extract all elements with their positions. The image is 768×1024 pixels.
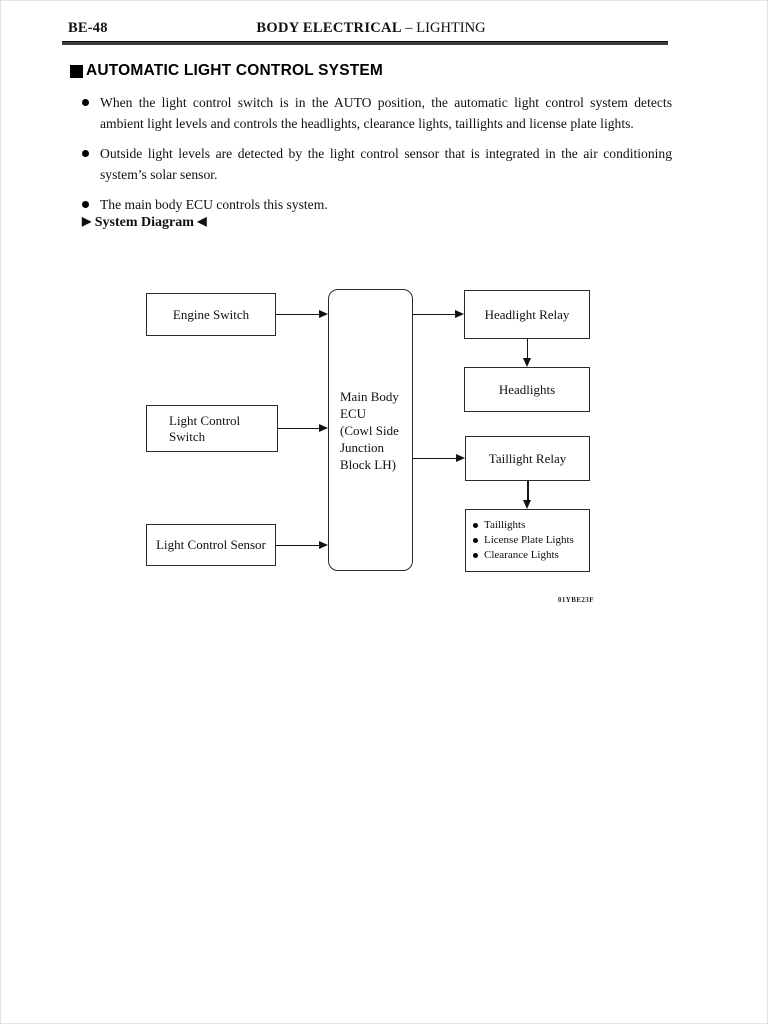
arrowhead-engine-to-bcu (319, 309, 328, 318)
diagram-heading: ▶ System Diagram ◀ (82, 214, 207, 231)
bullet-list: When the light control switch is in the … (82, 92, 672, 224)
arrow-line-engine-to-bcu (276, 313, 319, 316)
node-taillight-relay: Taillight Relay (465, 436, 590, 481)
page-header-title: BODY ELECTRICAL – LIGHTING (62, 20, 680, 37)
arrow-line-switch-to-bcu (278, 427, 319, 430)
section-title: AUTOMATIC LIGHT CONTROL SYSTEM (70, 62, 383, 80)
list-item: Outside light levels are detected by the… (82, 143, 672, 185)
list-item: When the light control switch is in the … (82, 92, 672, 134)
node-light-control-sensor: Light Control Sensor (146, 524, 276, 566)
arrow-line-bcu-to-headlight-relay (413, 313, 455, 316)
bullet-icon (82, 201, 89, 208)
node-engine-switch: Engine Switch (146, 293, 276, 336)
output-label: Taillights (484, 519, 526, 531)
arrowhead-bcu-to-taillight-relay (456, 453, 465, 462)
triangle-left-icon: ◀ (197, 214, 207, 228)
bullet-text: Outside light levels are detected by the… (100, 146, 672, 182)
diagram-heading-text: System Diagram (94, 215, 194, 230)
bullet-icon (473, 523, 478, 528)
section-title-text: AUTOMATIC LIGHT CONTROL SYSTEM (86, 62, 384, 79)
bullet-icon (82, 150, 89, 157)
triangle-right-icon: ▶ (82, 214, 92, 228)
header-title-rest: – LIGHTING (405, 20, 486, 36)
list-item: Taillights (473, 518, 525, 533)
arrow-line-headlight-relay-to-headlights (526, 339, 529, 359)
node-main-body-ecu: Main Body ECU (Cowl Side Junction Block … (328, 289, 413, 571)
bullet-icon (473, 538, 478, 543)
arrowhead-headlight-relay-to-headlights (522, 358, 531, 367)
arrowhead-switch-to-bcu (319, 423, 328, 432)
output-label: Clearance Lights (484, 549, 559, 561)
page-code: BE-48 (68, 20, 108, 36)
arrowhead-taillight-relay-to-outputs (523, 500, 531, 509)
bullet-text: The main body ECU controls this system. (100, 197, 328, 212)
bullet-text: When the light control switch is in the … (100, 95, 672, 131)
list-item: Clearance Lights (473, 548, 559, 563)
arrow-line-sensor-to-bcu (276, 544, 319, 547)
output-label: License Plate Lights (484, 534, 574, 546)
node-taillight-outputs: Taillights License Plate Lights Clearanc… (465, 509, 590, 572)
arrow-line-taillight-relay-to-outputs (527, 481, 529, 501)
node-headlights: Headlights (464, 367, 590, 412)
list-item: License Plate Lights (473, 533, 574, 548)
header-rule (62, 41, 668, 45)
arrowhead-bcu-to-headlight-relay (455, 309, 464, 318)
section-square-icon (70, 64, 83, 78)
bullet-icon (82, 99, 89, 106)
arrowhead-sensor-to-bcu (319, 540, 328, 549)
header-title-bold: BODY ELECTRICAL (256, 20, 402, 36)
node-light-control-switch: Light Control Switch (146, 405, 278, 452)
list-item: The main body ECU controls this system. (82, 194, 672, 215)
figure-code: 01YBE23F (558, 596, 594, 604)
arrow-line-bcu-to-taillight-relay (413, 457, 456, 460)
bullet-icon (473, 553, 478, 558)
node-headlight-relay: Headlight Relay (464, 290, 590, 339)
